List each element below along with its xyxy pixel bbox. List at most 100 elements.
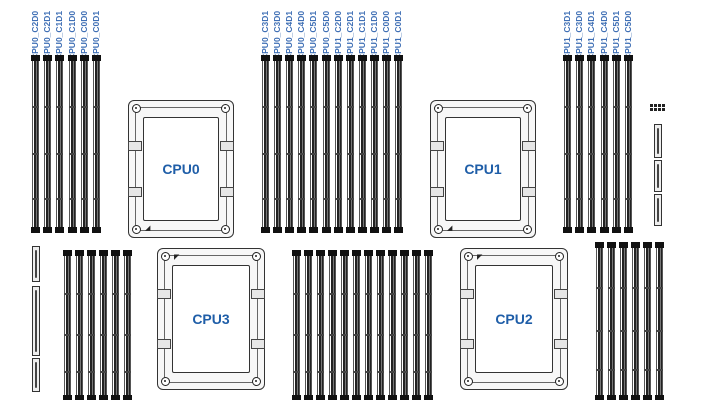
dimm-slot — [321, 55, 331, 233]
latch-tab — [522, 141, 536, 151]
dimm-slot-label: CPU1_C2D1 — [344, 0, 356, 60]
dimm-slot — [563, 55, 572, 233]
latch-tab — [157, 339, 171, 349]
connector-header — [654, 194, 662, 226]
latch-tab — [430, 187, 444, 197]
dimm-slot-label: CPU1_C4D1 — [586, 0, 597, 60]
dimm-slot — [575, 55, 585, 233]
latch-tab — [251, 289, 265, 299]
dimm-slot-label: CPU1_C0D1 — [393, 0, 404, 60]
dimm-slot — [345, 55, 355, 233]
dimm-slot-label: CPU1_C5D1 — [611, 0, 622, 60]
screw-icon — [464, 377, 473, 386]
dimm-slot — [364, 250, 373, 400]
dimm-slot — [55, 55, 65, 233]
pin1-marker-icon: ◢ — [447, 225, 453, 232]
latch-tab — [251, 339, 265, 349]
latch-tab — [128, 187, 142, 197]
dimm-slot-label: CPU1_C1D0 — [369, 0, 380, 60]
dimm-slot-label: CPU0_C5D1 — [308, 0, 319, 60]
screw-icon — [221, 225, 230, 234]
dimm-slot — [340, 250, 349, 400]
screw-icon — [464, 252, 473, 261]
dimm-slot-label: CPU1_C3D0 — [574, 0, 585, 60]
dimm-slot-label-text: CPU1_C2D1 — [344, 10, 355, 60]
cpu3-label: CPU3 — [192, 311, 230, 327]
dimm-slot — [599, 55, 609, 233]
latch-tab — [220, 187, 234, 197]
dimm-slot-label-text: CPU1_C4D1 — [586, 10, 597, 60]
dimm-slot-label: CPU0_C5D0 — [321, 0, 332, 60]
dimm-slot — [63, 250, 72, 400]
dimm-slot — [285, 55, 295, 233]
screw-icon — [555, 252, 564, 261]
dimm-slot — [304, 250, 313, 400]
dimm-slot-label-text: CPU1_C0D0 — [381, 10, 391, 60]
dimm-slot-label: CPU0_C4D1 — [284, 0, 295, 60]
screw-icon — [434, 225, 443, 234]
latch-tab — [220, 141, 234, 151]
dimm-slot-label: CPU0_C3D0 — [272, 0, 283, 60]
dimm-slot-label-text: CPU1_C3D0 — [574, 10, 585, 60]
dimm-slot — [273, 55, 283, 233]
dimm-slot — [87, 250, 96, 400]
dimm-slot — [624, 55, 633, 233]
screw-icon — [252, 377, 261, 386]
dimm-slot — [333, 55, 343, 233]
dimm-slot-label: CPU0_C3D1 — [260, 0, 271, 60]
dimm-slot-label-text: CPU0_C4D1 — [284, 10, 295, 60]
screw-icon — [523, 104, 532, 113]
socket-lid — [164, 255, 258, 383]
dimm-slot — [388, 250, 397, 400]
dimm-slot — [261, 55, 270, 233]
dimm-slot-label-text: CPU0_C3D1 — [260, 10, 270, 60]
latch-tab — [522, 187, 536, 197]
latch-tab — [128, 141, 142, 151]
dimm-slot-label: CPU0_C2D1 — [42, 0, 53, 60]
screw-icon — [555, 377, 564, 386]
screw-icon — [252, 252, 261, 261]
connector-header — [32, 246, 40, 282]
latch-tab — [460, 339, 474, 349]
dimm-slot-label-text: CPU0_C0D1 — [91, 10, 101, 60]
dimm-slot — [376, 250, 385, 400]
socket-frame — [172, 265, 250, 373]
dimm-slot-label: CPU0_C1D1 — [54, 0, 65, 60]
pin1-marker-icon: ◤ — [174, 254, 180, 261]
latch-tab — [554, 339, 568, 349]
socket-frame — [475, 265, 553, 373]
dimm-slot — [643, 242, 652, 400]
dimm-slot-label-text: CPU1_C5D0 — [623, 10, 633, 60]
dimm-slot — [79, 55, 89, 233]
pin1-marker-icon: ◢ — [145, 225, 151, 232]
dimm-slot-label: CPU1_C4D0 — [598, 0, 610, 60]
dimm-slot — [607, 242, 616, 400]
pin-header — [650, 104, 665, 111]
pin1-marker-icon: ◤ — [477, 254, 483, 261]
dimm-slot-label: CPU0_C4D0 — [296, 0, 307, 60]
dimm-slot-label-text: CPU1_C3D1 — [562, 10, 572, 60]
dimm-slot-label-text: CPU1_C2D0 — [332, 10, 343, 60]
dimm-slot — [587, 55, 597, 233]
dimm-slot — [352, 250, 361, 400]
cpu2-label: CPU2 — [495, 311, 533, 327]
dimm-slot — [400, 250, 409, 400]
dimm-slot-label: CPU0_C0D1 — [91, 0, 102, 60]
latch-tab — [157, 289, 171, 299]
dimm-slot — [655, 242, 664, 400]
dimm-slot — [357, 55, 367, 233]
dimm-slot-label-text: CPU1_C0D1 — [393, 10, 404, 60]
dimm-slot-label-text: CPU1_C4D0 — [598, 10, 609, 60]
connector-header — [654, 124, 662, 158]
cpu0-label: CPU0 — [162, 161, 200, 177]
dimm-slot-label-text: CPU0_C2D1 — [42, 10, 53, 60]
cpu3-socket: CPU3 ◤ — [157, 248, 265, 390]
dimm-slot — [111, 250, 120, 400]
cpu1-label: CPU1 — [464, 161, 502, 177]
cpu0-socket: CPU0 ◢ — [128, 100, 234, 238]
connector-header — [32, 358, 40, 392]
cpu1-socket: CPU1 ◢ — [430, 100, 536, 238]
dimm-slot — [75, 250, 84, 400]
latch-tab — [554, 289, 568, 299]
